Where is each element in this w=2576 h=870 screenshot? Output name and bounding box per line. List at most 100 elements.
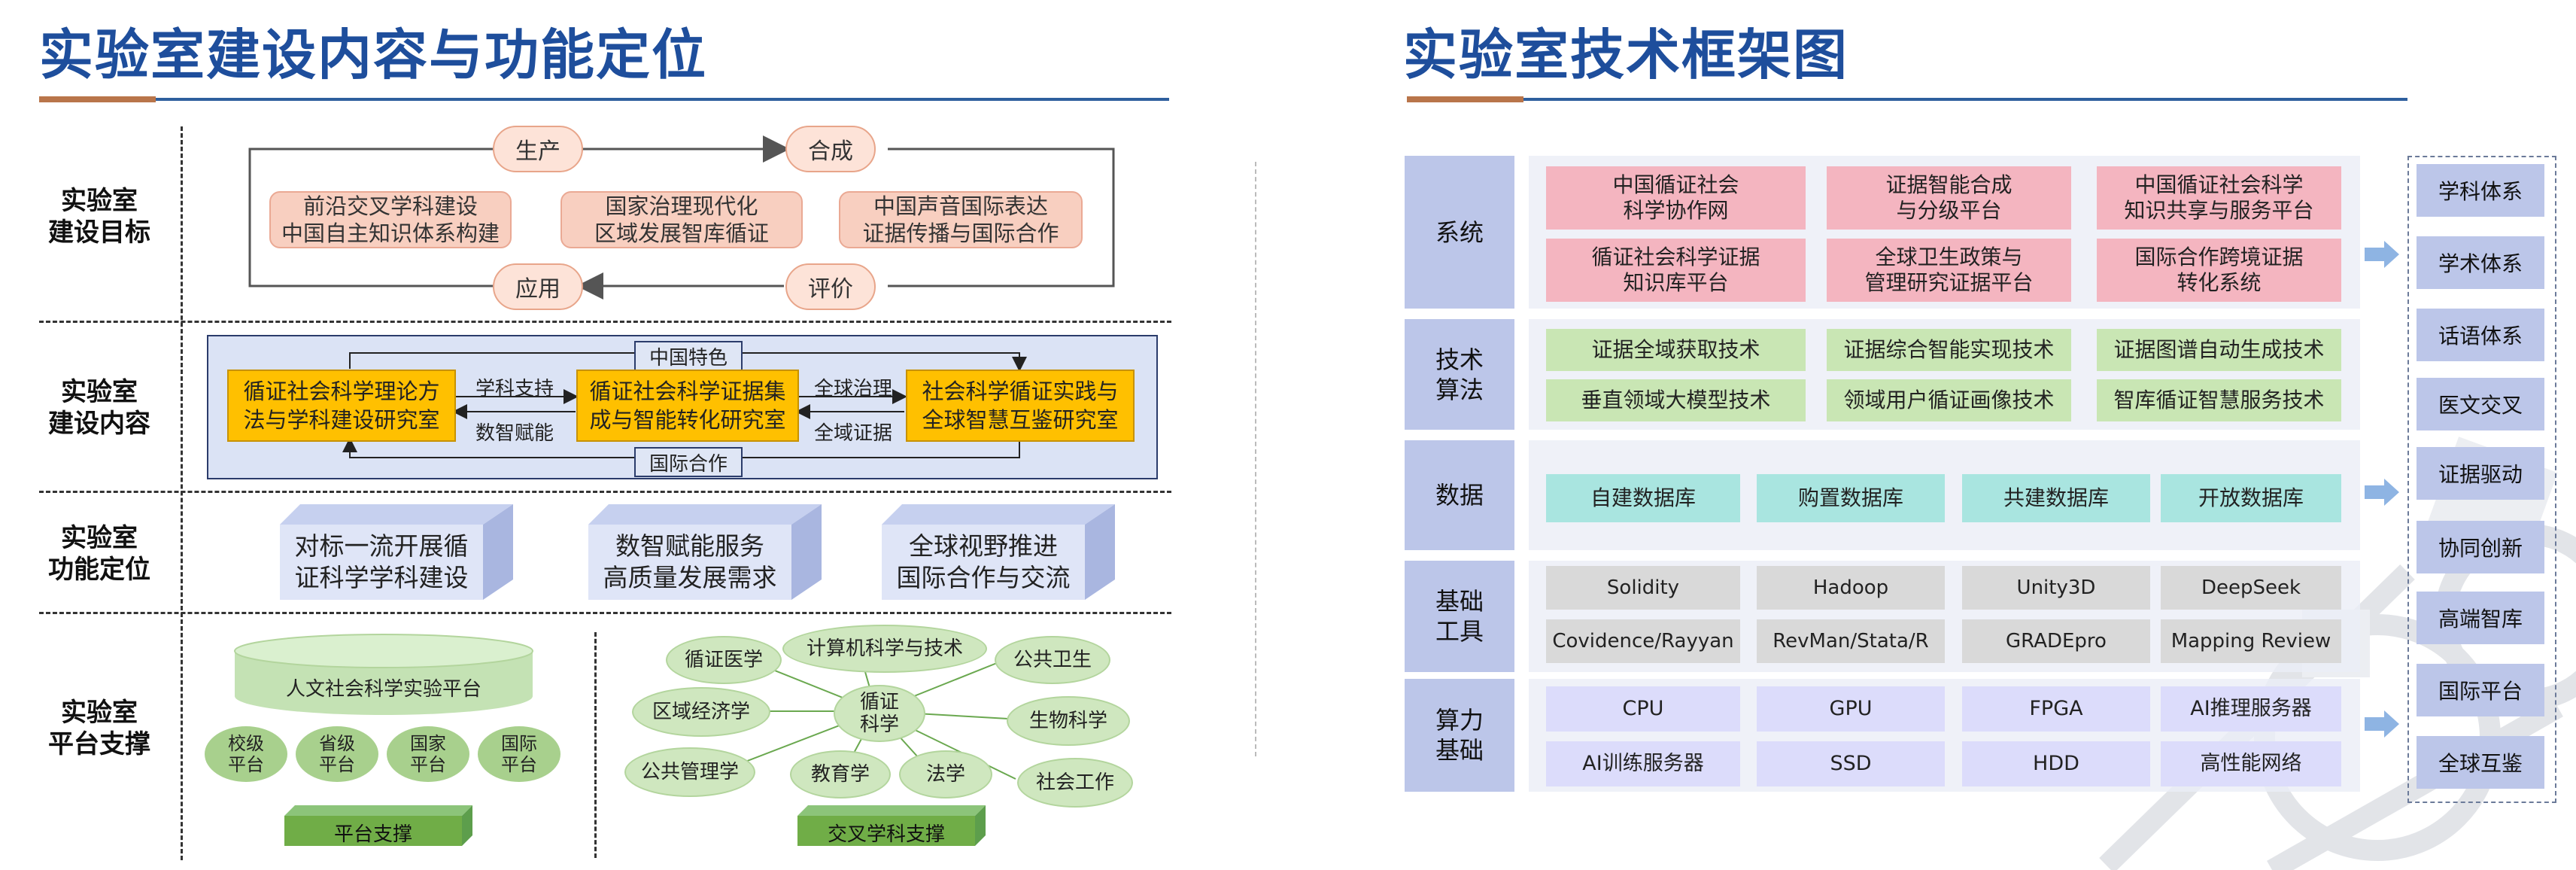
layer-data-label: 数据 [1405,440,1514,550]
data-item-4: 开放数据库 [2161,474,2341,522]
tool-item-4: DeepSeek [2161,566,2341,610]
compute-item-3: FPGA [1962,686,2150,732]
platform-main-label: 人文社会科学实验平台 [285,678,481,701]
discipline-education: 教育学 [790,750,891,799]
discipline-public-health: 公共卫生 [995,636,1110,684]
row-divider-1 [39,321,1171,323]
left-title: 实验室建设内容与功能定位 [39,23,708,87]
tech-item-1: 证据全域获取技术 [1546,329,1806,371]
right-title-accent [1407,96,1523,102]
goal-box-2: 国家治理现代化 区域发展智库循证 [560,191,803,248]
goal-evidence-driven: 证据驱动 [2417,447,2544,500]
function-cube-3: 全球视野推进 国际合作与交流 [882,525,1085,600]
lab-box-2: 循证社会科学证据集 成与智能转化研究室 [576,370,799,442]
right-title-rule [1407,98,2407,101]
goal-intl-platform: 国际平台 [2417,664,2544,716]
lab-box-1: 循证社会科学理论方 法与学科建设研究室 [227,370,456,442]
tool-item-5: Covidence/Rayyan [1546,619,1740,663]
arrow-right-icon-2 [2365,479,2399,506]
tool-item-2: Hadoop [1757,566,1945,610]
platform-support-label: 平台支撑 [333,823,412,846]
system-item-6: 国际合作跨境证据 转化系统 [2097,239,2341,302]
goal-med-humanities: 医文交叉 [2417,378,2544,430]
compute-item-7: HDD [1962,741,2150,786]
row-divider-3 [39,612,1171,614]
china-feature-tag: 中国特色 [634,341,743,371]
layer-system-label: 系统 [1405,156,1514,309]
tool-item-6: RevMan/Stata/R [1757,619,1945,663]
cycle-synthesis: 合成 [785,126,876,172]
arrow-right-icon-3 [2365,710,2399,738]
arrow-label-global-governance: 全球治理 [814,378,893,400]
function-cube-3-side [882,504,1115,600]
row-label-platform: 实验室 平台支撑 [48,698,150,759]
cycle-production: 生产 [493,126,583,172]
intl-coop-tag: 国际合作 [634,447,743,477]
data-item-1: 自建数据库 [1546,474,1740,522]
tech-item-6: 智库循证智慧服务技术 [2097,379,2341,421]
goal-cycle-frame [248,135,1115,300]
system-item-3: 中国循证社会科学 知识共享与服务平台 [2097,166,2341,230]
row-label-content: 实验室 建设内容 [48,377,150,439]
arrow-label-digital-empower: 数智赋能 [475,422,554,445]
compute-item-8: 高性能网络 [2161,741,2341,786]
left-column-divider [181,126,183,860]
discipline-center: 循证 科学 [834,685,925,742]
row-label-function: 实验室 功能定位 [48,523,150,585]
compute-item-6: SSD [1757,741,1945,786]
compute-item-2: GPU [1757,686,1945,732]
platform-cylinder [234,634,533,715]
goals-frame [2407,156,2556,803]
goal-global-exchange: 全球互鉴 [2417,736,2544,789]
goal-collab-innovation: 协同创新 [2417,521,2544,573]
system-item-2: 证据智能合成 与分级平台 [1827,166,2071,230]
platform-divider [594,632,597,858]
goal-top-think-tank: 高端智库 [2417,592,2544,644]
tool-item-1: Solidity [1546,566,1740,610]
left-title-accent [39,96,156,102]
tool-item-8: Mapping Review [2161,619,2341,663]
function-cube-2-side [588,504,822,600]
data-item-3: 共建数据库 [1962,474,2150,522]
tech-item-4: 垂直领域大模型技术 [1546,379,1806,421]
data-item-2: 购置数据库 [1757,474,1945,522]
function-cube-1: 对标一流开展循 证科学学科建设 [280,525,483,600]
platform-level-school: 校级 平台 [205,726,287,782]
cross-support-block [797,805,986,846]
tool-item-3: Unity3D [1962,566,2150,610]
discipline-law: 法学 [899,750,992,799]
discipline-social-work: 社会工作 [1017,758,1133,808]
arrow-right-icon-1 [2365,241,2399,268]
tech-item-3: 证据图谱自动生成技术 [2097,329,2341,371]
row-divider-2 [39,491,1171,493]
goal-discipline-system: 学科体系 [2417,164,2544,217]
discipline-biology: 生物科学 [1007,696,1130,746]
compute-item-4: AI推理服务器 [2161,686,2341,732]
system-item-4: 循证社会科学证据 知识库平台 [1546,239,1806,302]
row-label-goal: 实验室 建设目标 [48,186,150,248]
goal-box-1: 前沿交叉学科建设 中国自主知识体系构建 [269,191,512,248]
tech-item-2: 证据综合智能实现技术 [1827,329,2071,371]
discipline-evidence-medicine: 循证医学 [666,636,782,684]
layer-tools-label: 基础 工具 [1405,561,1514,672]
goal-discourse-system: 话语体系 [2417,309,2544,361]
goal-box-3: 中国声音国际表达 证据传播与国际合作 [839,191,1083,248]
layer-compute-label: 算力 基础 [1405,679,1514,792]
discipline-computer-science: 计算机科学与技术 [782,625,987,673]
platform-level-national: 国家 平台 [387,726,469,782]
platform-support-block [284,805,472,846]
function-cube-2: 数智赋能服务 高质量发展需求 [588,525,791,600]
layer-tech-label: 技术 算法 [1405,319,1514,430]
system-item-1: 中国循证社会 科学协作网 [1546,166,1806,230]
cycle-application: 应用 [493,263,583,310]
platform-level-province: 省级 平台 [296,726,378,782]
compute-item-5: AI训练服务器 [1546,741,1740,786]
arrow-label-discipline-support: 学科支持 [475,378,554,400]
system-item-5: 全球卫生政策与 管理研究证据平台 [1827,239,2071,302]
discipline-regional-economics: 区域经济学 [632,687,770,737]
goal-academic-system: 学术体系 [2417,236,2544,289]
tool-item-7: GRADEpro [1962,619,2150,663]
tech-item-5: 领域用户循证画像技术 [1827,379,2071,421]
lab-box-3: 社会科学循证实践与 全球智慧互鉴研究室 [906,370,1135,442]
arrow-label-all-evidence: 全域证据 [814,422,893,445]
